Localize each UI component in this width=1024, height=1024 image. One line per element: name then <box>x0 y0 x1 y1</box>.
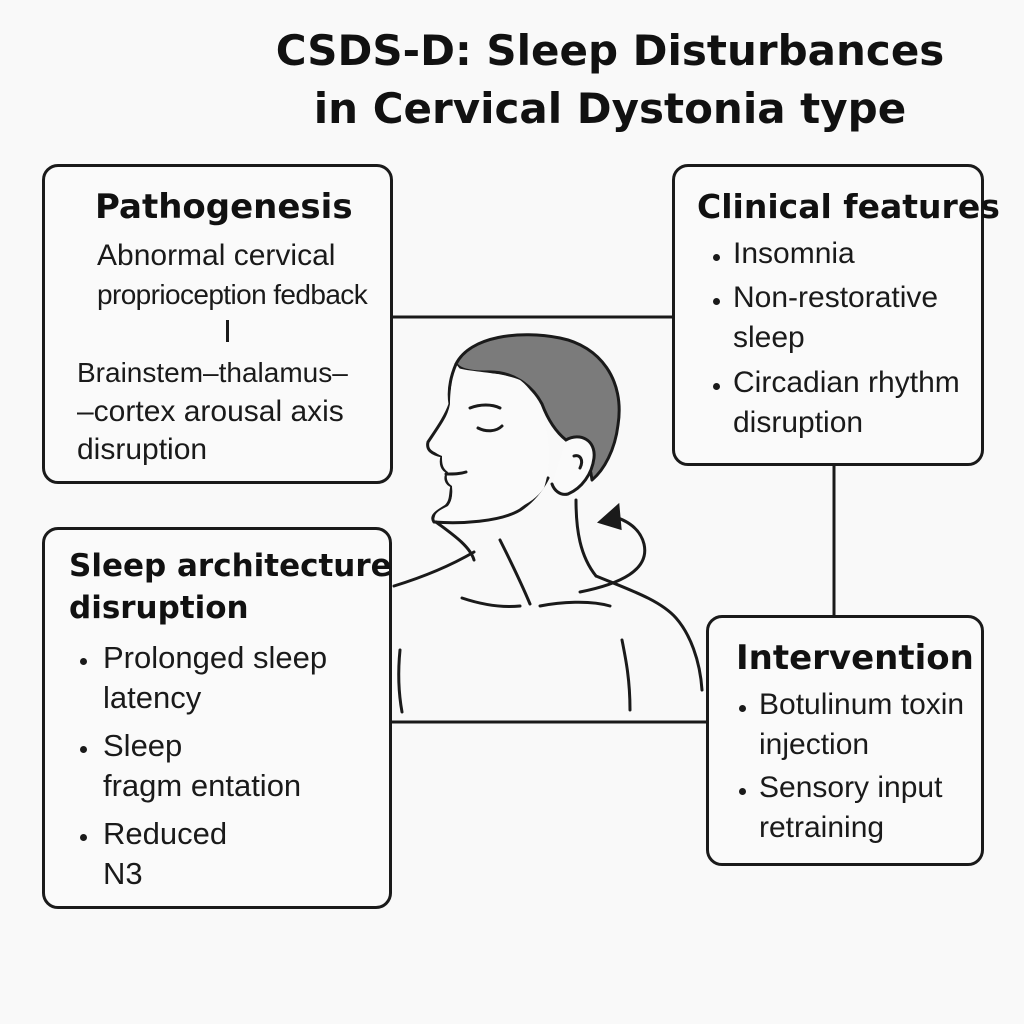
title-line-1: CSDS-D: Sleep Disturbances <box>275 26 945 75</box>
intervention-heading: Intervention <box>736 638 974 678</box>
sleep-architecture-item-cont: N3 <box>103 856 143 891</box>
intervention-item: Sensory input <box>759 771 943 804</box>
pathogenesis-text-line: proprioception fedback <box>97 279 368 310</box>
pathogenesis-text-line: –cortex arousal axis <box>77 395 344 428</box>
connector-lines <box>392 315 836 724</box>
man-figure <box>392 333 704 714</box>
clinical-feature-item-cont: sleep <box>733 321 805 354</box>
left-shoulder <box>392 550 476 588</box>
eyebrow <box>468 403 502 410</box>
right-shoulder <box>594 574 704 692</box>
clinical-feature-item-cont: disruption <box>733 406 864 439</box>
intervention-item: Botulinum toxin <box>759 688 965 721</box>
clinical-features-heading: Clinical features <box>697 187 1000 226</box>
sleep-architecture-heading-line-1: Sleep architecture <box>69 548 392 584</box>
bullet-icon <box>713 298 720 305</box>
bullet-icon <box>80 658 87 665</box>
pathogenesis-box: Pathogenesis Abnormal cervical proprioce… <box>42 164 393 484</box>
bullet-icon <box>739 705 746 712</box>
sleep-architecture-item-cont: fragm entation <box>103 768 302 803</box>
diagram-title: CSDS-D: Sleep Disturbances in Cervical D… <box>230 22 990 138</box>
intervention-item-cont: retraining <box>759 811 885 844</box>
pathogenesis-text-line: disruption <box>77 433 208 466</box>
clinical-features-box: Clinical features Insomnia Non-restorati… <box>672 164 1000 466</box>
sleep-architecture-item-cont: latency <box>103 680 202 715</box>
pathogenesis-heading: Pathogenesis <box>95 187 353 227</box>
bullet-icon <box>80 746 87 753</box>
pathogenesis-text-line: Brainstem–thalamus– <box>77 357 348 388</box>
face-fill <box>430 368 549 520</box>
mouth <box>444 470 468 476</box>
title-line-2: in Cervical Dystonia type <box>313 84 907 133</box>
sleep-architecture-item: Prolonged sleep <box>103 640 328 675</box>
clinical-feature-item: Insomnia <box>733 237 855 270</box>
chest-right <box>620 638 632 712</box>
intervention-box: Intervention Botulinum toxin injection S… <box>706 615 984 866</box>
collarbone-right <box>538 600 612 608</box>
clinical-feature-item: Non-restorative <box>733 281 939 314</box>
intervention-item-cont: injection <box>759 728 870 761</box>
bullet-icon <box>80 834 87 841</box>
neck-back <box>574 498 598 578</box>
bullet-icon <box>739 788 746 795</box>
collarbone-left <box>460 596 522 608</box>
sleep-architecture-item: Reduced <box>103 816 228 851</box>
rotation-arrow-icon <box>578 502 647 594</box>
sleep-architecture-box: Sleep architecture disruption Prolonged … <box>42 527 392 909</box>
clinical-feature-item: Circadian rhythm <box>733 366 960 399</box>
chest-left <box>397 648 404 714</box>
sleep-architecture-heading-line-2: disruption <box>69 590 249 626</box>
pathogenesis-text-line: Abnormal cervical <box>97 239 336 272</box>
pathogenesis-flow-connector <box>226 320 229 342</box>
closed-eye <box>476 424 504 433</box>
sleep-architecture-item: Sleep <box>103 728 183 763</box>
bullet-icon <box>713 254 720 261</box>
ear <box>550 435 596 496</box>
neck-front <box>434 520 476 562</box>
bullet-icon <box>713 383 720 390</box>
neck-line <box>498 538 532 606</box>
